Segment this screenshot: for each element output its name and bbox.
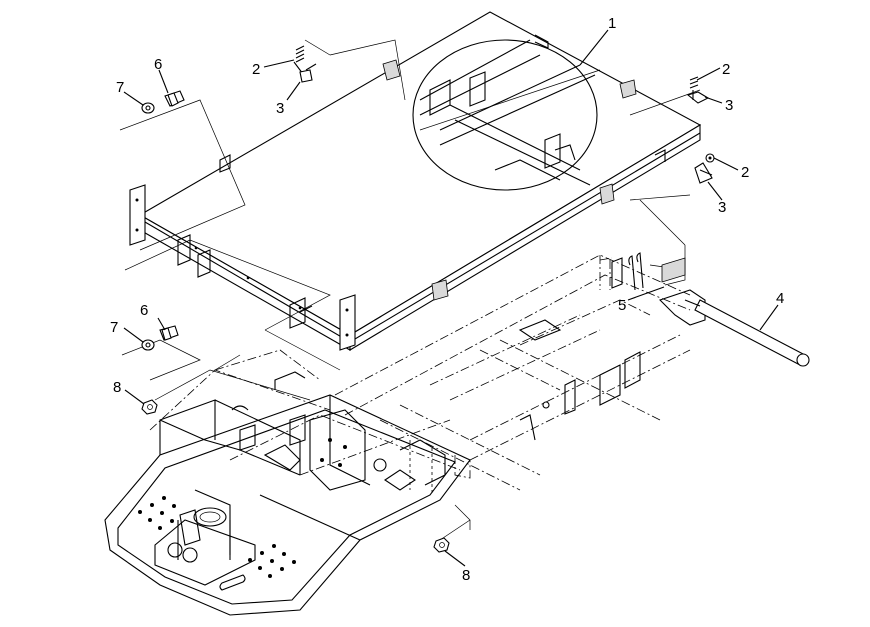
nut-b <box>433 537 450 553</box>
callout-3-mid: 3 <box>718 199 726 216</box>
hood-knobs <box>382 59 637 301</box>
callout-1: 1 <box>608 15 616 32</box>
rod <box>684 299 810 367</box>
callout-7-bottom: 7 <box>110 319 118 336</box>
callout-2-mid: 2 <box>741 164 749 181</box>
callout-6-bottom: 6 <box>140 302 148 319</box>
callout-4: 4 <box>776 290 784 307</box>
spring-and-wing-bolt-a <box>293 45 317 83</box>
pins <box>628 252 686 291</box>
hardware <box>141 45 810 553</box>
callout-2-right: 2 <box>722 61 730 78</box>
callout-labels: 1 2 3 2 3 2 3 4 5 6 7 6 7 8 8 <box>110 15 784 584</box>
bolt-and-washer-a <box>141 90 185 114</box>
callout-5: 5 <box>618 297 626 314</box>
spring-and-wing-bolt-c <box>694 153 715 184</box>
callout-3-top: 3 <box>276 100 284 117</box>
callout-7-top: 7 <box>116 79 124 96</box>
spring-and-wing-bolt-b <box>686 76 710 104</box>
callout-6-top: 6 <box>154 56 162 73</box>
detail-magnifier <box>412 39 601 191</box>
hood-cover <box>129 11 702 351</box>
seat-column <box>154 489 256 586</box>
platform-holes <box>138 496 296 578</box>
frame-rails <box>334 254 706 491</box>
callout-2-top: 2 <box>252 61 260 78</box>
nut-a <box>141 399 158 415</box>
callout-8-left: 8 <box>113 379 121 396</box>
callout-leaders <box>123 29 779 567</box>
leader-lines <box>119 39 701 541</box>
callout-8-bottom: 8 <box>462 567 470 584</box>
callout-3-right: 3 <box>725 97 733 114</box>
base-frame <box>104 349 471 616</box>
